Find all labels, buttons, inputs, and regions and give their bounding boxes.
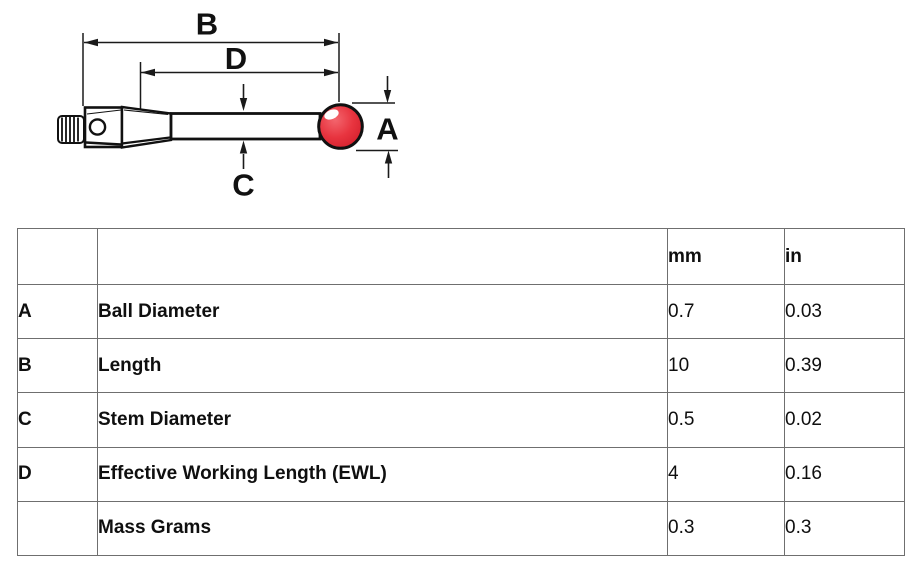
row-value-in: 0.3 <box>784 500 905 557</box>
row-value-mm: 0.3 <box>667 500 785 557</box>
row-key <box>17 500 98 557</box>
dim-label-d: D <box>225 41 247 76</box>
stylus-diagram: B D A <box>57 7 399 203</box>
arrowhead-d-right <box>324 68 338 77</box>
row-value-mm: 4 <box>667 446 785 502</box>
row-value-in: 0.16 <box>784 446 905 502</box>
table-row: B Length 10 0.39 <box>17 338 905 394</box>
row-value-in: 0.02 <box>784 392 905 448</box>
row-value-in: 0.39 <box>784 338 905 394</box>
arrowhead-c-bottom <box>239 140 248 154</box>
header-key <box>17 228 98 285</box>
taper-shade-top <box>123 109 169 116</box>
row-label: Length <box>97 338 668 394</box>
dim-label-a: A <box>376 112 398 147</box>
arrowhead-d-left <box>141 68 155 77</box>
header-mm: mm <box>667 228 785 285</box>
row-label: Effective Working Length (EWL) <box>97 446 668 502</box>
body-facet-line <box>86 109 122 115</box>
row-label: Stem Diameter <box>97 392 668 448</box>
row-key: D <box>17 446 98 502</box>
row-value-mm: 0.5 <box>667 392 785 448</box>
table-row: Mass Grams 0.3 0.3 <box>17 500 905 557</box>
row-key: B <box>17 338 98 394</box>
dim-label-b: B <box>196 7 218 42</box>
stylus-stem <box>169 112 322 141</box>
arrowhead-b-left <box>84 38 98 47</box>
ball-highlight <box>324 109 339 120</box>
table-header-row: mm in <box>17 228 905 285</box>
row-value-mm: 10 <box>667 338 785 394</box>
row-key: A <box>17 283 98 340</box>
body-bottom-band <box>85 141 122 146</box>
table-row: A Ball Diameter 0.7 0.03 <box>17 283 905 340</box>
spec-table: mm in A Ball Diameter 0.7 0.03 B Length … <box>17 228 905 557</box>
row-value-mm: 0.7 <box>667 283 785 340</box>
header-label <box>97 228 668 285</box>
arrowhead-a-bottom <box>384 150 393 164</box>
arrowhead-a-top <box>383 90 392 103</box>
body-hole <box>88 118 107 136</box>
arrowhead-b-right <box>324 38 338 47</box>
taper-shade-bottom <box>121 136 171 145</box>
row-label: Ball Diameter <box>97 283 668 340</box>
row-value-in: 0.03 <box>784 283 905 340</box>
table-row: C Stem Diameter 0.5 0.02 <box>17 392 905 448</box>
row-label: Mass Grams <box>97 500 668 557</box>
row-key: C <box>17 392 98 448</box>
arrowhead-c-top <box>239 98 248 111</box>
dim-label-c: C <box>232 168 254 203</box>
header-in: in <box>784 228 905 285</box>
ruby-ball <box>317 103 364 150</box>
table-row: D Effective Working Length (EWL) 4 0.16 <box>17 446 905 502</box>
